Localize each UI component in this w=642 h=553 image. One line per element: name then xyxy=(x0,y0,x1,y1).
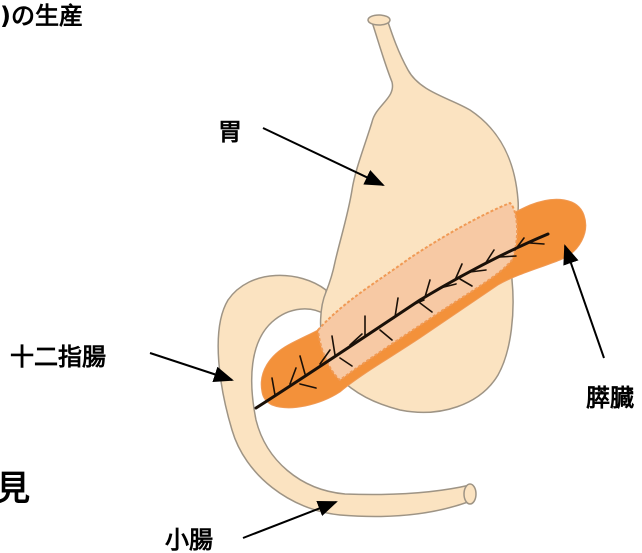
label-pancreas: 膵臓 xyxy=(586,384,634,412)
esophagus-opening xyxy=(368,15,390,25)
label-duodenum: 十二指腸 xyxy=(10,343,106,371)
label-stomach: 胃 xyxy=(218,118,242,146)
label-small-intestine: 小腸 xyxy=(165,526,213,553)
small-intestine-end xyxy=(464,484,476,504)
title-fragment: )の生産 xyxy=(0,2,83,30)
bottom-left-fragment: 見 xyxy=(0,469,30,509)
arrow-small-intestine xyxy=(243,502,336,538)
arrow-pancreas xyxy=(565,246,604,358)
